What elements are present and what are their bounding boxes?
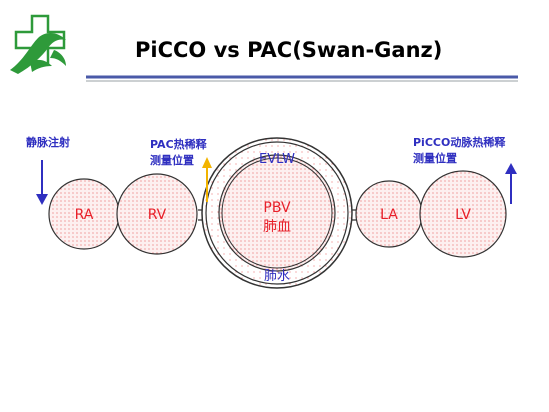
node-lv-label: LV — [455, 207, 471, 223]
node-rv: RV — [116, 173, 198, 255]
evlw-label: EVLW — [259, 152, 295, 167]
arrow-up-icon — [505, 163, 517, 204]
node-la-label: LA — [380, 207, 398, 223]
lung-water-label: 肺水 — [264, 269, 290, 284]
node-la: LA — [355, 180, 423, 248]
node-ra: RA — [48, 178, 120, 250]
arrow-up-icon — [202, 157, 212, 202]
slide-title: PiCCO vs PAC(Swan-Ganz) — [135, 38, 442, 62]
pac-label-line2: 测量位置 — [150, 153, 194, 167]
node-lv: LV — [419, 170, 507, 258]
node-pbv: PBV 肺血 — [218, 154, 336, 272]
picco-label-line1: PiCCO动脉热稀释 — [413, 135, 506, 149]
node-pbv-sublabel: 肺血 — [263, 219, 291, 235]
node-rv-label: RV — [148, 207, 167, 223]
hospital-cross-bird-logo — [10, 14, 66, 74]
node-pbv-label: PBV — [263, 200, 291, 216]
arrow-down-icon — [36, 160, 48, 205]
node-ra-label: RA — [75, 207, 94, 223]
injection-label: 静脉注射 — [26, 135, 70, 149]
pac-label-line1: PAC热稀释 — [150, 137, 208, 151]
picco-label-line2: 测量位置 — [413, 151, 457, 165]
